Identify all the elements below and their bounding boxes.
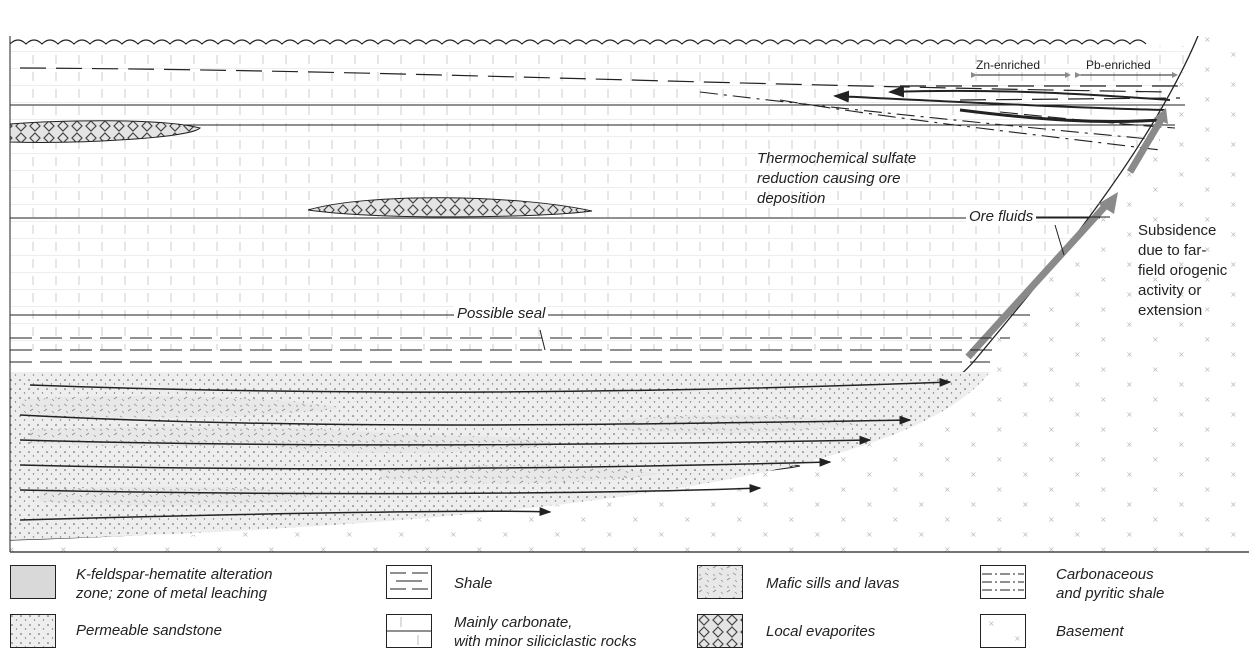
tsr-label-line3: deposition: [757, 190, 825, 208]
subsidence-label-line1: Subsidence: [1138, 222, 1216, 240]
tsr-label-line2: reduction causing ore: [757, 170, 900, 188]
subsidence-label-line5: extension: [1138, 302, 1202, 320]
subsidence-label-line4: activity or: [1138, 282, 1201, 300]
legend-swatch-shale: [386, 565, 432, 599]
legend-carbonaceous-line1: Carbonaceous: [1056, 566, 1154, 584]
legend-swatch-basement: [980, 614, 1026, 648]
legend-evaporites: Local evaporites: [766, 623, 875, 641]
zn-enriched-label: Zn-enriched: [976, 56, 1040, 74]
legend-alteration-line1: K-feldspar-hematite alteration: [76, 566, 273, 584]
legend-swatch-carbonaceous: [980, 565, 1026, 599]
legend-carbonate-line2: with minor siliciclastic rocks: [454, 633, 637, 651]
legend-carbonaceous-line2: and pyritic shale: [1056, 585, 1164, 603]
subsidence-label-line3: field orogenic: [1138, 262, 1227, 280]
legend-swatch-carbonate: [386, 614, 432, 648]
legend-sandstone: Permeable sandstone: [76, 622, 222, 640]
legend-alteration-line2: zone; zone of metal leaching: [76, 585, 267, 603]
legend-basement: Basement: [1056, 623, 1124, 641]
legend-swatch-mafic: [697, 565, 743, 599]
pb-enriched-label: Pb-enriched: [1086, 56, 1151, 74]
subsidence-label-line2: due to far-: [1138, 242, 1206, 260]
legend-carbonate-line1: Mainly carbonate,: [454, 614, 572, 632]
legend-swatch-sandstone: [10, 614, 56, 648]
possible-seal-label: Possible seal: [454, 305, 548, 323]
legend-swatch-evaporites: [697, 614, 743, 648]
sea-surface-line: [10, 40, 1146, 44]
legend-swatch-alteration: [10, 565, 56, 599]
legend-mafic: Mafic sills and lavas: [766, 575, 899, 593]
legend-shale: Shale: [454, 575, 492, 593]
ore-fluids-label: Ore fluids: [966, 208, 1036, 226]
tsr-label-line1: Thermochemical sulfate: [757, 150, 916, 168]
